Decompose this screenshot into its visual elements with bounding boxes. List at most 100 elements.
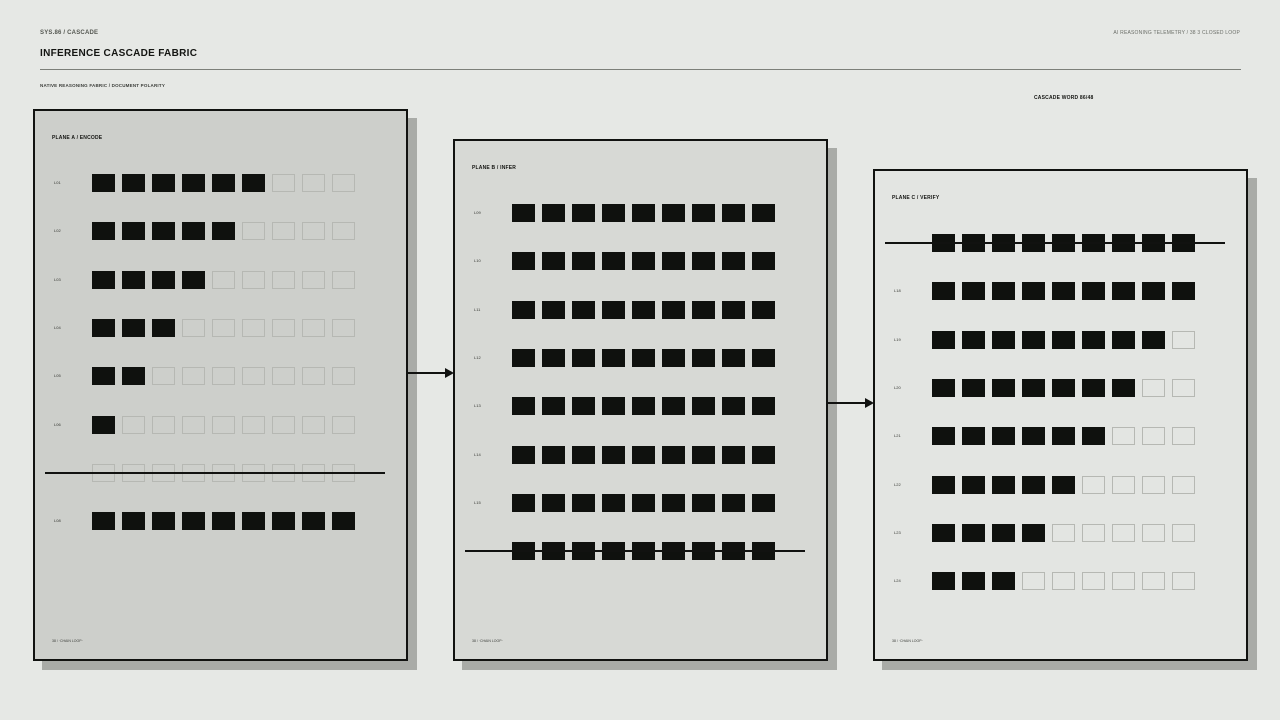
filled-cell — [1112, 330, 1135, 349]
row-label: L03 — [54, 276, 61, 282]
filled-cell — [602, 252, 625, 271]
filled-cell — [92, 415, 115, 434]
filled-cell — [752, 300, 775, 319]
filled-cell — [632, 348, 655, 367]
filled-cell — [152, 512, 175, 531]
filled-cell — [212, 222, 235, 241]
filled-cell — [722, 348, 745, 367]
filled-cell — [932, 427, 955, 446]
filled-cell — [122, 367, 145, 386]
empty-cell — [272, 270, 295, 289]
empty-cell — [332, 367, 355, 386]
filled-cell — [692, 204, 715, 222]
empty-cell — [1112, 572, 1135, 591]
empty-cell — [1052, 572, 1075, 591]
filled-cell — [122, 512, 145, 531]
filled-cell — [1052, 427, 1075, 446]
empty-cell — [302, 174, 325, 192]
filled-cell — [752, 252, 775, 271]
filled-cell — [932, 475, 955, 494]
filled-cell — [182, 222, 205, 241]
filled-cell — [92, 512, 115, 531]
filled-cell — [122, 174, 145, 192]
empty-cell — [212, 367, 235, 386]
row-label: L23 — [894, 529, 901, 535]
filled-cell — [992, 282, 1015, 301]
empty-cell — [1052, 523, 1075, 542]
filled-cell — [182, 270, 205, 289]
empty-cell — [272, 222, 295, 241]
row-label: L22 — [894, 481, 901, 487]
filled-cell — [152, 270, 175, 289]
filled-cell — [572, 204, 595, 222]
empty-cell — [182, 415, 205, 434]
filled-cell — [752, 204, 775, 222]
filled-cell — [692, 397, 715, 416]
filled-cell — [542, 397, 565, 416]
empty-cell — [1172, 572, 1195, 591]
plane-footer: 38 / ·CHAIN LOOP· — [52, 639, 83, 643]
filled-cell — [752, 493, 775, 512]
filled-cell — [542, 204, 565, 222]
filled-cell — [932, 330, 955, 349]
filled-cell — [182, 174, 205, 192]
filled-cell — [572, 252, 595, 271]
filled-cell — [632, 300, 655, 319]
filled-cell — [932, 282, 955, 301]
filled-cell — [962, 572, 985, 591]
filled-cell — [692, 445, 715, 464]
filled-cell — [542, 300, 565, 319]
filled-cell — [692, 252, 715, 271]
filled-cell — [1082, 427, 1105, 446]
filled-cell — [1052, 378, 1075, 397]
filled-cell — [122, 318, 145, 337]
filled-cell — [512, 300, 535, 319]
filled-cell — [122, 270, 145, 289]
filled-cell — [992, 523, 1015, 542]
filled-cell — [932, 572, 955, 591]
filled-cell — [572, 445, 595, 464]
filled-cell — [692, 493, 715, 512]
filled-cell — [602, 397, 625, 416]
empty-cell — [332, 174, 355, 192]
filled-cell — [722, 252, 745, 271]
filled-cell — [512, 397, 535, 416]
plane-footer: 38 / ·CHAIN LOOP· — [472, 639, 503, 643]
empty-cell — [1112, 475, 1135, 494]
filled-cell — [92, 270, 115, 289]
filled-cell — [1052, 282, 1075, 301]
filled-cell — [572, 348, 595, 367]
filled-cell — [572, 397, 595, 416]
empty-cell — [302, 222, 325, 241]
filled-cell — [992, 572, 1015, 591]
cascade-word-label: CASCADE WORD 86/48 — [1034, 95, 1094, 101]
filled-cell — [962, 475, 985, 494]
empty-cell — [272, 174, 295, 192]
empty-cell — [1142, 475, 1165, 494]
strike-line — [465, 550, 805, 553]
filled-cell — [242, 174, 265, 192]
filled-cell — [152, 174, 175, 192]
strike-line — [45, 471, 385, 474]
empty-cell — [122, 415, 145, 434]
empty-cell — [302, 367, 325, 386]
filled-cell — [722, 397, 745, 416]
empty-cell — [272, 367, 295, 386]
filled-cell — [602, 204, 625, 222]
filled-cell — [722, 204, 745, 222]
empty-cell — [152, 367, 175, 386]
filled-cell — [572, 493, 595, 512]
row-label: L09 — [474, 210, 481, 215]
filled-cell — [632, 493, 655, 512]
filled-cell — [1082, 282, 1105, 301]
row-label: L11 — [474, 306, 481, 312]
row-label: L05 — [54, 373, 61, 379]
filled-cell — [692, 300, 715, 319]
empty-cell — [302, 270, 325, 289]
filled-cell — [1172, 282, 1195, 301]
filled-cell — [512, 252, 535, 271]
filled-cell — [722, 493, 745, 512]
filled-cell — [632, 252, 655, 271]
